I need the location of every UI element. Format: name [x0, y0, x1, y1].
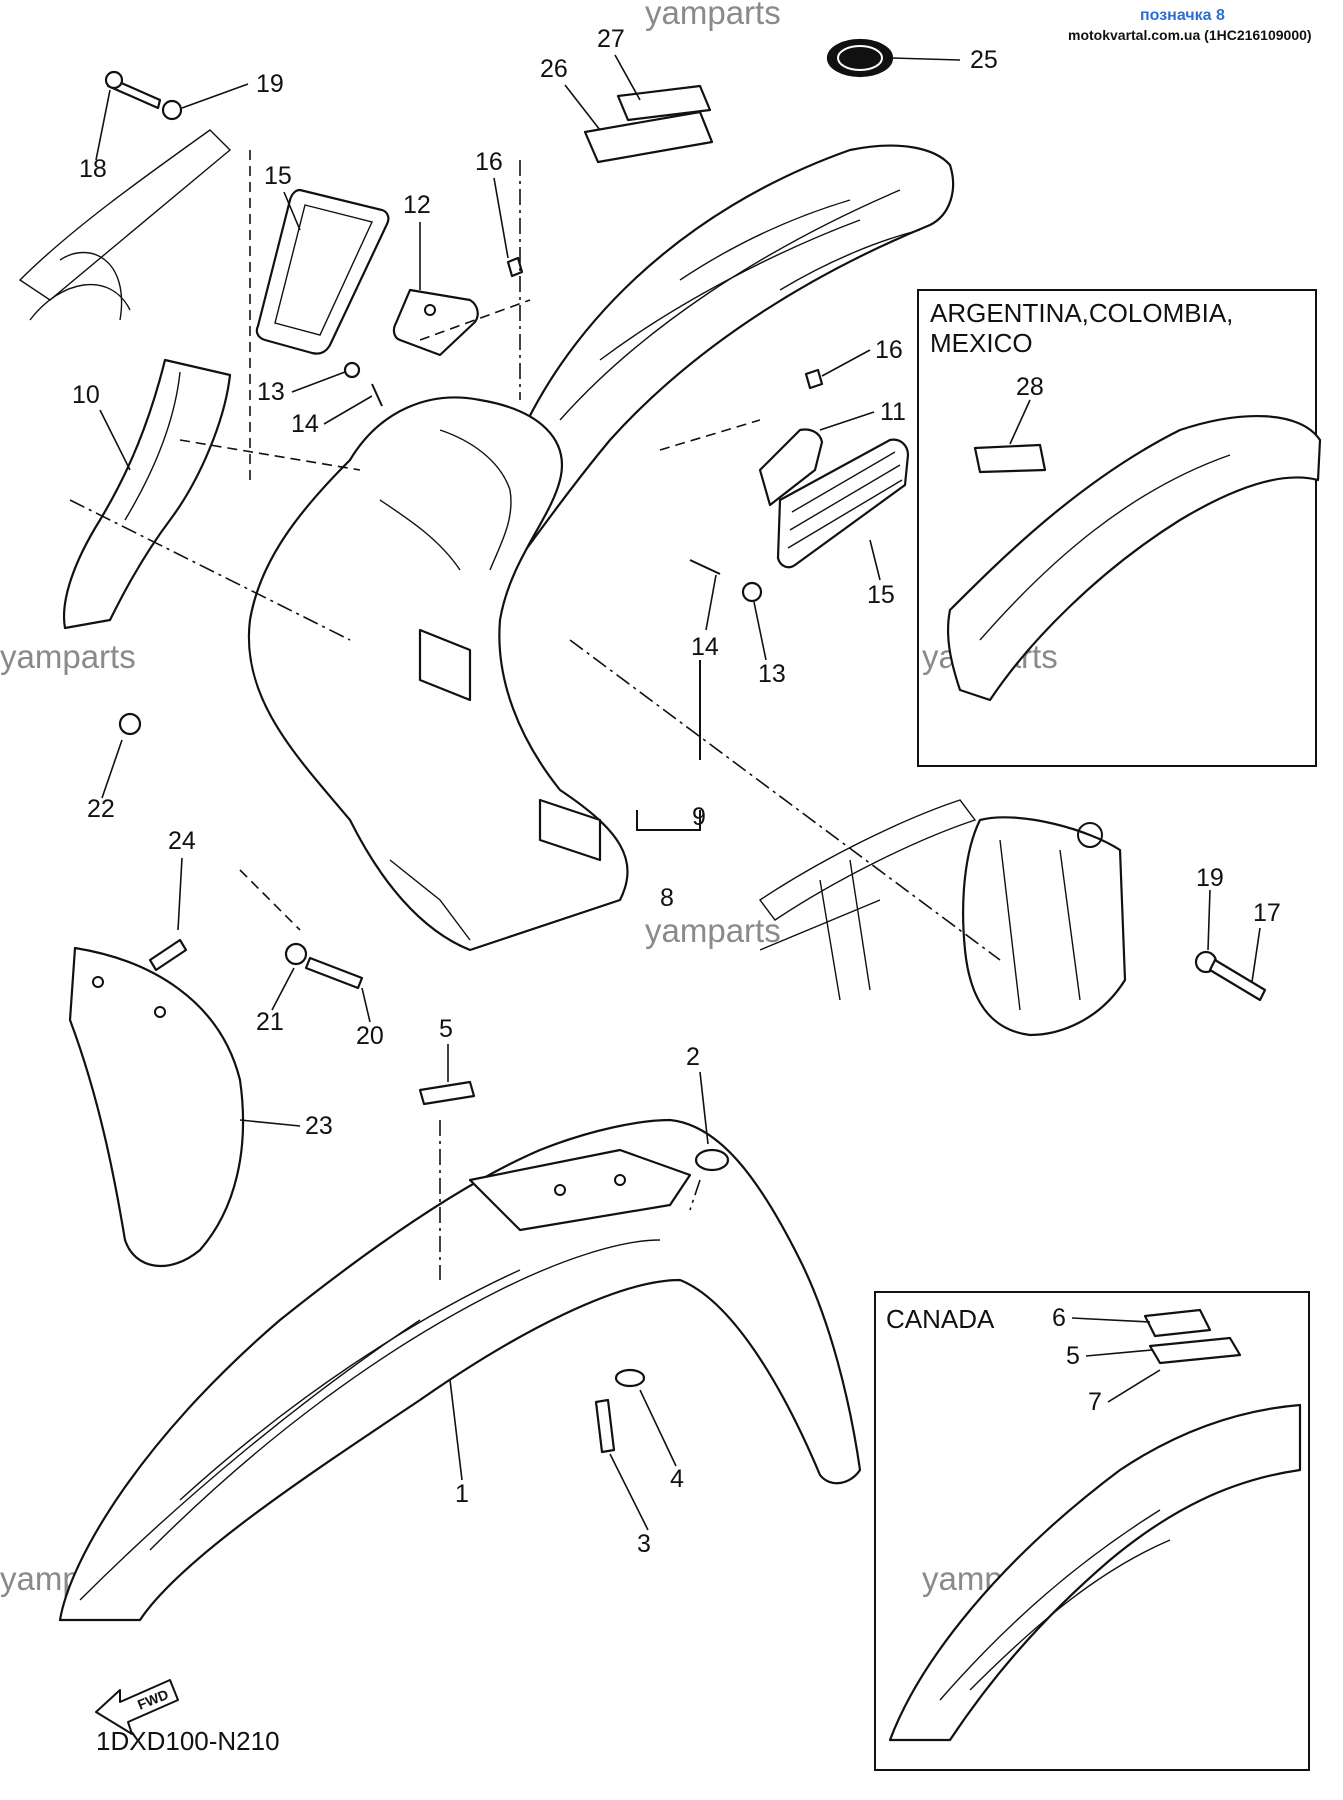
callout-1: 1 [455, 1480, 469, 1508]
canada-callout-5: 5 [1066, 1342, 1080, 1370]
canada-inset-box [874, 1291, 1310, 1771]
mudguard-23 [68, 946, 245, 1268]
source-label: motokvartal.com.ua (1HC216109000) [1068, 27, 1312, 43]
canada-decals [1143, 1308, 1242, 1365]
callout-16b: 16 [875, 336, 903, 364]
callout-15a: 15 [264, 162, 292, 190]
callout-12: 12 [403, 191, 431, 219]
callout-19b: 19 [1196, 864, 1224, 892]
washer-19-top [161, 99, 183, 121]
argentina-title-line2: MEXICO [930, 328, 1033, 358]
rear-fender [458, 144, 955, 612]
rear-fender-body [247, 396, 629, 952]
canada-callout-7: 7 [1088, 1388, 1102, 1416]
canada-inset-fender [888, 1403, 1302, 1742]
decal-5 [418, 1080, 476, 1106]
callout-25: 25 [970, 46, 998, 74]
callout-17: 17 [1253, 899, 1281, 927]
watermark-top: yamparts [645, 0, 781, 31]
callout-14a: 14 [291, 410, 319, 438]
washer-13-left [343, 361, 361, 379]
argentina-decal-28 [973, 443, 1047, 474]
callout-26: 26 [540, 55, 568, 83]
callout-14b: 14 [691, 633, 719, 661]
rivet-14-left [371, 383, 383, 407]
diagram-code: 1DXD100-N210 [96, 1726, 280, 1756]
callout-24: 24 [168, 827, 196, 855]
callout-5: 5 [439, 1015, 453, 1043]
callout-11: 11 [880, 398, 906, 426]
argentina-inset-box [917, 289, 1317, 767]
reflector-15-left [255, 188, 390, 355]
rivet-14-right [689, 559, 721, 575]
callout-10: 10 [72, 381, 100, 409]
frame-fragment-top-left [18, 129, 232, 321]
callout-2: 2 [686, 1043, 700, 1071]
callout-27: 27 [597, 25, 625, 53]
argentina-inset-fender [946, 414, 1322, 702]
callout-23: 23 [305, 1112, 333, 1140]
grommet-2 [694, 1148, 730, 1172]
bolt-18 [104, 70, 162, 110]
callout-15b: 15 [867, 581, 895, 609]
callout-3: 3 [637, 1530, 651, 1558]
callout-8: 8 [660, 884, 674, 912]
canada-title: CANADA [886, 1304, 995, 1334]
callout-19a: 19 [256, 70, 284, 98]
bracket-12 [392, 288, 479, 357]
callout-21: 21 [256, 1008, 284, 1036]
bolt-20 [304, 956, 364, 990]
callout-9: 9 [692, 803, 706, 831]
washer-21 [284, 942, 308, 966]
callout-22: 22 [87, 795, 115, 823]
callout-16a: 16 [475, 148, 503, 176]
decal-26-27 [583, 84, 714, 164]
argentina-title-line1: ARGENTINA,COLOMBIA, [930, 298, 1233, 328]
callout-18: 18 [79, 155, 107, 183]
watermark: yamparts [645, 912, 781, 949]
washer-22 [118, 712, 142, 736]
washer-4 [614, 1368, 646, 1388]
side-cover-10 [63, 358, 232, 630]
reflector-15-right [758, 428, 910, 569]
front-fender [58, 1118, 862, 1622]
bolt-17 [1208, 958, 1267, 1002]
nut-16-top [506, 256, 524, 278]
callout-13a: 13 [257, 378, 285, 406]
badge-label[interactable]: позначка 8 [1140, 7, 1225, 24]
watermark: yamparts [0, 638, 136, 675]
bolt-3 [594, 1398, 616, 1454]
nut-16-right [804, 368, 824, 390]
bracket-8-9-lines [636, 660, 701, 831]
callout-4: 4 [670, 1465, 684, 1493]
callout-13b: 13 [758, 660, 786, 688]
washer-13-right [741, 581, 763, 603]
argentina-callout-28: 28 [1016, 373, 1044, 401]
canada-callout-6: 6 [1052, 1304, 1066, 1332]
callout-20: 20 [356, 1022, 384, 1050]
fuel-tank [962, 816, 1127, 1037]
frame-fragment-right [758, 799, 977, 1001]
screw-24 [148, 938, 188, 972]
emblem-25 [826, 38, 894, 78]
